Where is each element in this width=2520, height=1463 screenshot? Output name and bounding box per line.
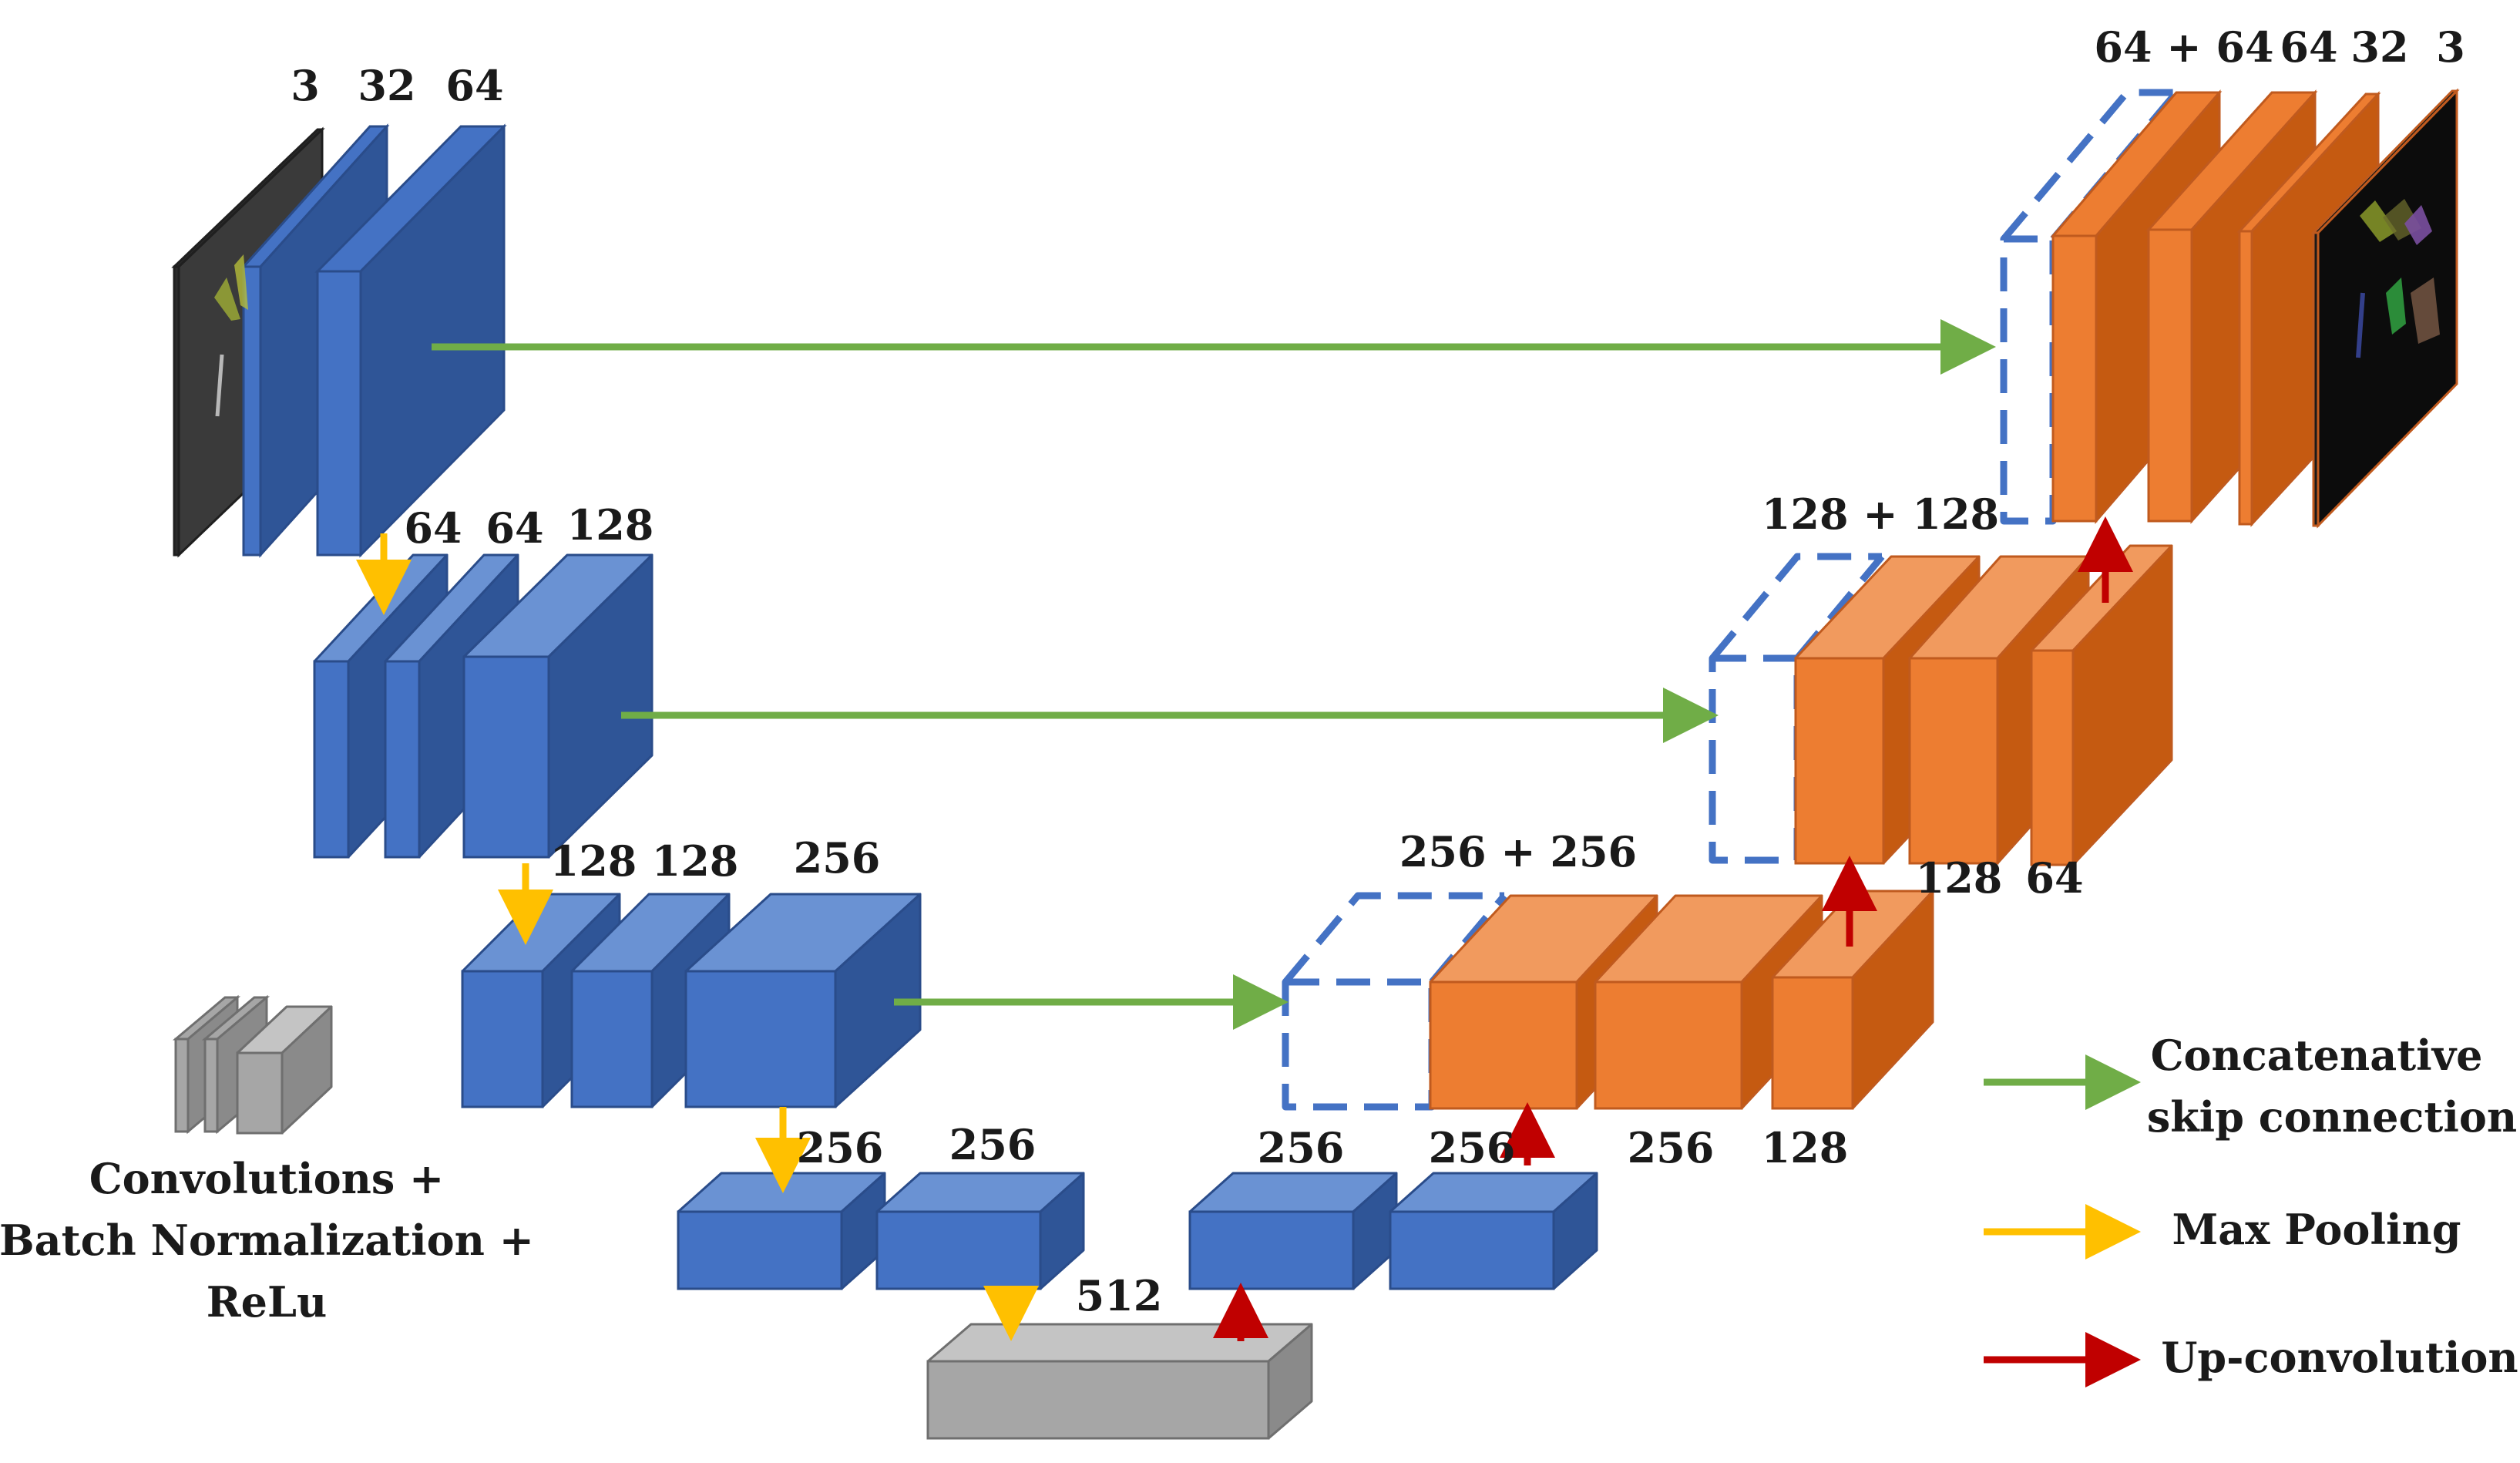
enc4-block-256b bbox=[875, 1172, 1085, 1290]
decoder-level1-labels: 64 + 64 64 32 3 bbox=[2094, 22, 2465, 72]
key-block-a-edge bbox=[174, 1038, 190, 1133]
key-line2: Batch Normalization + bbox=[0, 1216, 534, 1265]
output-image bbox=[2310, 88, 2460, 529]
dec2-block-128a-front bbox=[1794, 657, 1885, 865]
encoder-level3-labels: 128 128 256 bbox=[550, 833, 881, 886]
encoder-level2-labels: 64 64 128 bbox=[404, 500, 654, 553]
enc3-block-128b-front bbox=[570, 970, 654, 1108]
legend-concat-line2: skip connection bbox=[2147, 1092, 2517, 1142]
enc2-block-64a-front bbox=[313, 660, 350, 859]
dec2-label-64: 64 bbox=[2025, 853, 2083, 903]
enc2-block-64b-front bbox=[384, 660, 421, 859]
dec3-block-256b-front bbox=[1594, 980, 1743, 1110]
dec4-label-256b: 256 bbox=[1429, 1123, 1516, 1172]
dec4-block-256b bbox=[1389, 1172, 1598, 1290]
output-image-edge bbox=[2312, 231, 2320, 527]
dec3-label-128: 128 bbox=[1762, 1123, 1849, 1172]
image-contents bbox=[214, 199, 2440, 417]
dec2-block-64-front bbox=[2030, 649, 2075, 866]
input-object-2 bbox=[234, 254, 248, 310]
enc3-block-256-front bbox=[684, 970, 837, 1108]
dec3-label-256: 256 bbox=[1628, 1123, 1715, 1172]
enc1-label-3: 3 bbox=[291, 61, 320, 110]
dec4-label-256a: 256 bbox=[1258, 1123, 1345, 1172]
key-block-b-edge bbox=[203, 1038, 219, 1133]
dec3-block-128 bbox=[1771, 890, 1934, 1110]
dec4-block-256a bbox=[1188, 1172, 1398, 1290]
legend-max-pooling: Max Pooling bbox=[2172, 1205, 2461, 1254]
bottleneck-block-512 bbox=[926, 1323, 1313, 1440]
dec1-block-32-edge bbox=[2238, 230, 2253, 526]
enc1-label-64: 64 bbox=[445, 61, 503, 110]
legend: Concatenative skip connection Max Poolin… bbox=[2147, 1031, 2518, 1382]
dec2-concat-placeholder-top-edge bbox=[1709, 553, 1882, 661]
enc4-block-256b-front bbox=[875, 1210, 1042, 1290]
enc1-block-64-edge bbox=[316, 270, 362, 557]
bottleneck-block-512-top bbox=[926, 1323, 1313, 1363]
encoder-level4-labels: 256 256 bbox=[797, 1120, 1037, 1172]
key-line3: ReLu bbox=[207, 1277, 327, 1327]
enc3-label-256: 256 bbox=[794, 833, 881, 883]
encoder-level1-labels: 3 32 64 bbox=[291, 61, 503, 110]
enc2-label-64a: 64 bbox=[404, 503, 462, 553]
dec1-label-64: 64 bbox=[2280, 22, 2337, 72]
dec1-concat-placeholder-top-edge bbox=[2001, 89, 2176, 241]
connection-arrows bbox=[356, 319, 2141, 1387]
enc2-label-64b: 64 bbox=[486, 503, 543, 553]
enc2-block-128-front bbox=[462, 655, 550, 859]
dec1-concat-placeholder-front bbox=[2000, 235, 2057, 525]
decoder-level4-labels: 256 256 bbox=[1258, 1123, 1516, 1172]
bottleneck-block-512-front bbox=[926, 1360, 1270, 1440]
output-object-green bbox=[2386, 277, 2406, 335]
legend-up-conv: Up-convolution bbox=[2161, 1333, 2518, 1382]
dec4-block-256a-front bbox=[1188, 1210, 1355, 1290]
dec3-concat-label: 256 + 256 bbox=[1399, 827, 1637, 876]
decoder-level2-labels: 128 + 128 128 64 bbox=[1762, 489, 2084, 903]
key-block-c bbox=[236, 1005, 333, 1135]
enc4-label-256a: 256 bbox=[797, 1123, 884, 1172]
dec1-block-64-edge bbox=[2147, 228, 2193, 523]
dec2-block-64 bbox=[2030, 544, 2173, 866]
bottleneck-label-512: 512 bbox=[1076, 1271, 1163, 1320]
input-object-3 bbox=[215, 354, 224, 417]
input-image-edge bbox=[173, 265, 180, 557]
legend-concat-line1: Concatenative bbox=[2151, 1031, 2483, 1080]
dec2-block-128b-front bbox=[1908, 657, 1999, 865]
enc1-block-32-edge bbox=[242, 265, 262, 557]
output-object-yellow bbox=[2360, 200, 2397, 242]
enc2-label-128: 128 bbox=[567, 500, 654, 550]
enc3-block-128a-front bbox=[461, 970, 544, 1108]
enc2-block-128 bbox=[462, 553, 654, 859]
key-block-c-front bbox=[236, 1051, 284, 1135]
feature-map-blocks bbox=[171, 88, 2460, 1440]
dec1-block-64-64-edge bbox=[2051, 234, 2098, 523]
dec2-label-128: 128 bbox=[1916, 853, 2003, 903]
enc3-label-128b: 128 bbox=[652, 836, 739, 886]
dec4-block-256b-front bbox=[1389, 1210, 1555, 1290]
output-object-purple bbox=[2404, 205, 2432, 245]
enc4-label-256b: 256 bbox=[949, 1120, 1037, 1169]
block-key: Convolutions + Batch Normalization + ReL… bbox=[0, 1154, 534, 1327]
output-object-blue bbox=[2356, 292, 2365, 358]
dec1-concat-label: 64 + 64 bbox=[2094, 22, 2273, 72]
enc1-block-64 bbox=[314, 123, 507, 558]
dec3-block-256a-front bbox=[1429, 980, 1578, 1110]
dec3-block-128-front bbox=[1771, 976, 1854, 1110]
output-object-brown bbox=[2411, 277, 2440, 344]
decoder-level3-labels: 256 + 256 256 128 bbox=[1399, 827, 1849, 1172]
input-object-1 bbox=[214, 277, 240, 321]
enc4-block-256a-front bbox=[677, 1210, 843, 1290]
dec1-label-3: 3 bbox=[2436, 22, 2465, 72]
enc1-label-32: 32 bbox=[358, 61, 415, 110]
key-line1: Convolutions + bbox=[89, 1154, 445, 1203]
dec3-concat-placeholder-front bbox=[1282, 978, 1436, 1111]
enc4-block-256a bbox=[677, 1172, 886, 1290]
dec1-label-32: 32 bbox=[2350, 22, 2408, 72]
enc3-label-128a: 128 bbox=[550, 836, 637, 886]
dec2-concat-label: 128 + 128 bbox=[1762, 489, 1999, 539]
enc3-block-256 bbox=[684, 893, 922, 1108]
dec2-concat-placeholder-front bbox=[1709, 654, 1801, 864]
dec3-concat-placeholder-top-edge bbox=[1282, 892, 1504, 984]
